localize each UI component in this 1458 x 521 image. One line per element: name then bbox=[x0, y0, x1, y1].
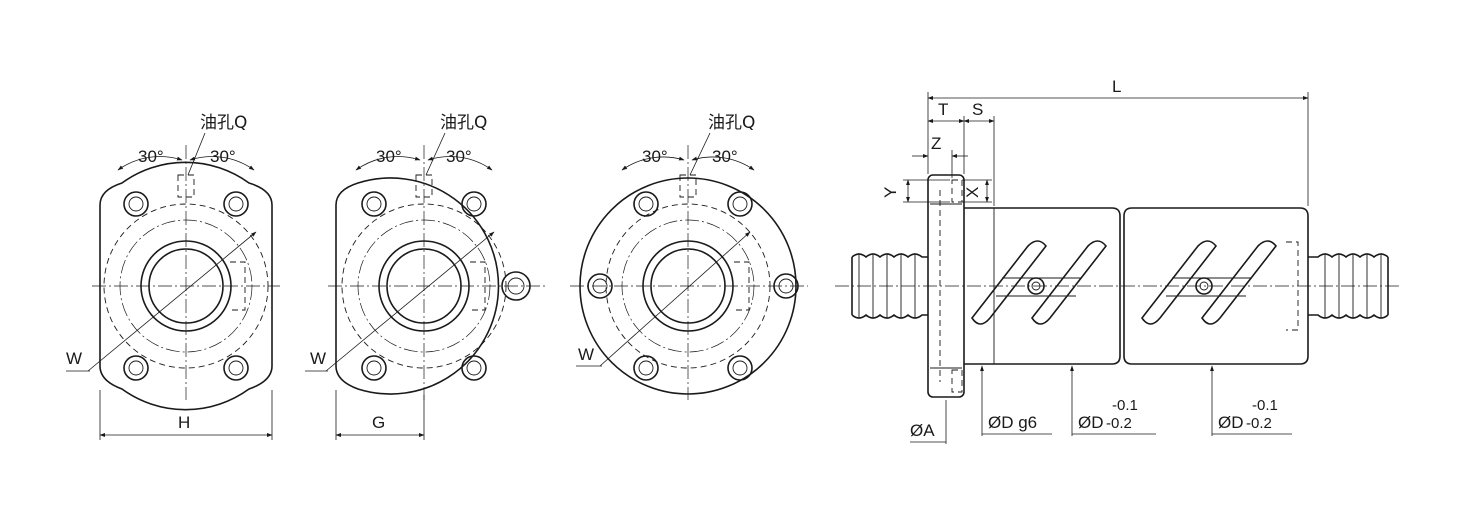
return-tubes-first bbox=[971, 240, 1108, 325]
nut-body-first bbox=[964, 207, 1121, 365]
oil-hole-label: 油孔Q bbox=[200, 113, 247, 133]
g-dimension-label: G bbox=[372, 413, 385, 432]
bolt-holes bbox=[361, 191, 487, 381]
tol-lower-second: -0.2 bbox=[1246, 415, 1272, 432]
angle-label-left: 30° bbox=[138, 147, 164, 166]
oil-hole-label: 油孔Q bbox=[708, 113, 755, 133]
nut-body-second bbox=[1123, 207, 1309, 365]
z-dimension-label: Z bbox=[931, 134, 941, 153]
angle-label-left: 30° bbox=[376, 147, 402, 166]
dia-d-label-first: ØD bbox=[1078, 413, 1104, 432]
s-dimension-label: S bbox=[972, 100, 983, 119]
w-label: W bbox=[310, 349, 326, 368]
x-dimension-label: X bbox=[963, 187, 982, 198]
return-tubes-second bbox=[1141, 240, 1278, 325]
oil-hole-side bbox=[501, 271, 531, 301]
h-dimension-label: H bbox=[178, 413, 190, 432]
angle-label-right: 30° bbox=[210, 147, 236, 166]
tol-upper-second: -0.1 bbox=[1252, 397, 1278, 414]
tol-upper-first: -0.1 bbox=[1112, 397, 1138, 414]
y-dimension-label: Y bbox=[881, 187, 900, 198]
front-view-round-flange: 30° 30° 油孔Q W bbox=[570, 113, 808, 400]
side-view: L T S Z Y X ØA ØD g6 ØD -0. bbox=[835, 77, 1400, 444]
dia-d-label-second: ØD bbox=[1218, 413, 1244, 432]
bolt-holes bbox=[587, 191, 799, 381]
dia-d-g6-label: ØD g6 bbox=[988, 413, 1037, 432]
oil-hole-label: 油孔Q bbox=[440, 113, 487, 133]
front-view-cut-flange: 30° 30° 油孔Q W H bbox=[66, 113, 280, 440]
front-view-half-cut-flange: 30° 30° 油孔Q W G bbox=[305, 113, 545, 440]
bolt-holes bbox=[123, 191, 249, 381]
dia-a-label: ØA bbox=[910, 421, 935, 440]
angle-label-left: 30° bbox=[642, 147, 668, 166]
w-label: W bbox=[578, 345, 594, 364]
angle-label-right: 30° bbox=[712, 147, 738, 166]
w-label: W bbox=[66, 349, 82, 368]
screw-shaft-right bbox=[1308, 253, 1389, 319]
screw-shaft-left bbox=[851, 253, 928, 319]
t-dimension-label: T bbox=[938, 100, 948, 119]
tol-lower-first: -0.2 bbox=[1106, 415, 1132, 432]
nut-flange bbox=[927, 174, 965, 398]
l-dimension-label: L bbox=[1112, 77, 1121, 96]
angle-label-right: 30° bbox=[446, 147, 472, 166]
